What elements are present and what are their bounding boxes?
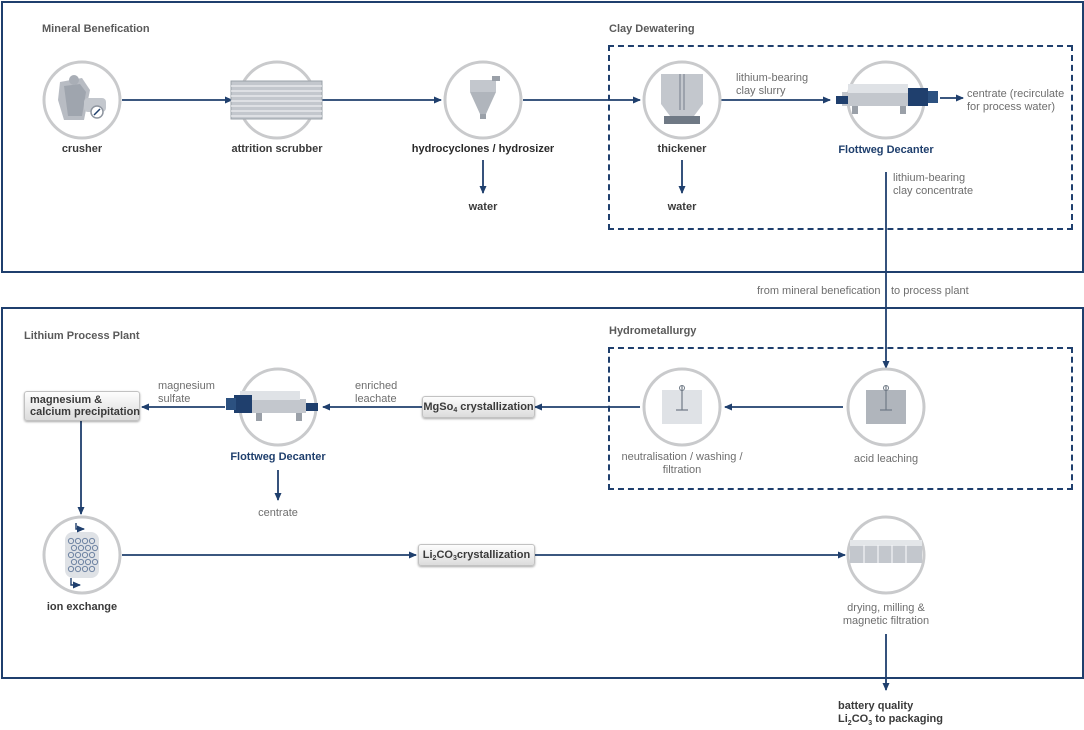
centrate-label: centrate xyxy=(258,507,298,519)
acid-leaching-label: acid leaching xyxy=(853,453,919,465)
decanter-top-label: Flottweg Decanter xyxy=(838,144,934,156)
neutralisation-icon xyxy=(662,385,702,424)
decanter-bottom-label: Flottweg Decanter xyxy=(230,451,326,463)
battery-quality-label: battery quality Li2CO3 to packaging xyxy=(838,700,943,728)
hydrometallurgy-box xyxy=(608,347,1073,490)
drying-icon xyxy=(850,540,922,563)
section-title-lithium-process-plant: Lithium Process Plant xyxy=(24,330,140,342)
decanter-bottom-icon xyxy=(226,391,318,421)
thickener-icon xyxy=(661,74,703,124)
decanter-top-icon xyxy=(836,84,938,114)
thickener-label: thickener xyxy=(657,143,707,155)
section-title-hydrometallurgy: Hydrometallurgy xyxy=(609,325,697,337)
attrition-scrubber-label: attrition scrubber xyxy=(231,143,323,155)
li2co3-crystallization-box: Li2CO3crystallization xyxy=(418,544,535,566)
to-process-label: to process plant xyxy=(891,285,969,297)
hydrocyclones-label: hydrocyclones / hydrosizer xyxy=(411,143,555,155)
ion-exchange-icon xyxy=(65,523,99,589)
ion-exchange-label: ion exchange xyxy=(46,601,118,613)
from-mineral-label: from mineral benefication xyxy=(757,285,881,297)
section-title-clay-dewatering: Clay Dewatering xyxy=(609,23,695,35)
clay-dewatering-box xyxy=(608,45,1073,230)
crusher-icon xyxy=(58,75,106,120)
water-label-2: water xyxy=(667,201,697,213)
hydrocyclone-icon xyxy=(470,76,500,119)
water-label-1: water xyxy=(468,201,498,213)
crusher-label: crusher xyxy=(61,143,103,155)
magnesium-calcium-precipitation-box: magnesium &calcium precipitation xyxy=(24,391,140,421)
lithium-process-plant-panel xyxy=(1,307,1084,679)
neutralisation-label: neutralisation / washing /filtration xyxy=(621,451,743,476)
mgso4-crystallization-box: MgSo4 crystallization xyxy=(422,396,535,418)
section-title-mineral-beneficiation: Mineral Benefication xyxy=(42,23,150,35)
drying-label: drying, milling &magnetic filtration xyxy=(842,602,930,627)
attrition-scrubber-icon xyxy=(230,80,323,120)
acid-leaching-icon xyxy=(866,385,906,424)
mineral-beneficiation-panel xyxy=(1,1,1084,273)
